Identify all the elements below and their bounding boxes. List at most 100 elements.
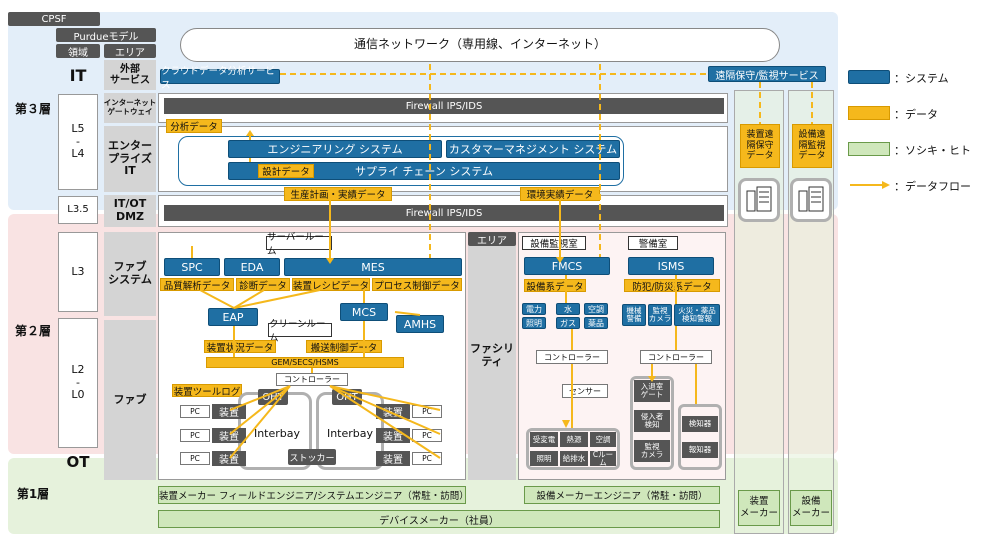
sec-machine-guard: 機械 警備 (622, 304, 646, 326)
remote-monitor-data: 設備遠 隔監視 データ (792, 124, 832, 168)
remote-maint-data: 装置遠 隔保守 データ (740, 124, 780, 168)
fac-lighting: 照明 (522, 317, 546, 329)
customer-system: カスタマーマネジメント システム (446, 140, 620, 158)
area-dmz: IT/OT DMZ (104, 195, 156, 227)
security-room: 警備室 (628, 236, 678, 250)
legend-system-swatch (848, 70, 890, 84)
isms-system: ISMS (628, 257, 714, 275)
facility-maker-engineer: 設備メーカーエンジニア（常駐・訪問） (524, 486, 720, 504)
production-plan-data: 生産計画・実績データ (284, 187, 392, 201)
legend-data-label: ：データ (894, 108, 938, 121)
layer3-label: 第３層 (14, 102, 51, 117)
facility-server-icon (790, 178, 832, 222)
mcs-system: MCS (340, 303, 388, 321)
legend-system-label: ：システム (894, 72, 949, 85)
area-enterprise: エンター プライズ IT (104, 126, 156, 192)
remote-service: 遠隔保守/監視サービス (708, 66, 826, 82)
equip-status-data: 装置状況データ (204, 340, 276, 354)
fdev-heat: 熱源 (560, 432, 588, 447)
equip-maker-engineer: 装置メーカー フィールドエンジニア/システムエンジニア（常駐・訪問） (158, 486, 469, 504)
level-l3: L3 (58, 232, 98, 312)
firewall-lower: Firewall IPS/IDS (164, 205, 724, 221)
facility-sensor: センサー (562, 384, 608, 398)
equip-server-icon (738, 178, 780, 222)
legend-flow-label: ：データフロー (894, 180, 971, 193)
fdev-substation: 受変電 (530, 432, 558, 447)
legend-flow-arrow (850, 181, 890, 189)
pc-left-1: PC (180, 405, 210, 418)
area-internet-gw: インターネット ゲートウェイ (104, 93, 156, 123)
domain-tag: 領域 (56, 44, 100, 59)
design-data: 設計データ (258, 164, 314, 178)
equip-maker: 装置 メーカー (738, 490, 780, 526)
legend-data-swatch (848, 106, 890, 120)
eda-system: EDA (224, 258, 280, 276)
equip-left-3: 装置 (212, 451, 246, 466)
fdev-plumbing: 給排水 (560, 451, 588, 466)
fac-water: 水 (556, 303, 580, 315)
legend-people-swatch (848, 142, 890, 156)
legend-people-label: ：ソシキ・ヒト (894, 144, 971, 157)
security-controller: コントローラー (640, 350, 712, 364)
level-ot: OT (66, 453, 90, 472)
amhs-system: AMHS (396, 315, 444, 333)
fmcs-system: FMCS (524, 257, 610, 275)
facility-controller: コントローラー (536, 350, 608, 364)
interbay-right-label: Interbay (326, 426, 374, 440)
sdev-gate: 入退室 ゲート (634, 380, 670, 402)
facility-monitor-room: 設備監視室 (522, 236, 586, 250)
purdue-tag: Purdueモデル (56, 28, 156, 43)
firewall-upper: Firewall IPS/IDS (164, 98, 724, 114)
facility-data: 設備系データ (524, 279, 586, 293)
sdev-alarm: 報知器 (682, 442, 718, 458)
sdev-detector: 検知器 (682, 416, 718, 432)
process-control-data: プロセス制御データ (372, 278, 462, 292)
area-fab-system: ファブ システム (104, 232, 156, 316)
level-l2-l0: L2 - L0 (58, 318, 98, 448)
equip-left-2: 装置 (212, 428, 246, 443)
eap-system: EAP (208, 308, 258, 326)
fac-gas: ガス (556, 317, 580, 329)
spc-system: SPC (164, 258, 220, 276)
gem-secs-hsms: GEM/SECS/HSMS (206, 357, 404, 368)
facility-devices-group (526, 428, 620, 470)
supply-chain-system: サプライ チェーン システム (228, 162, 620, 180)
area-tag-facility: エリア (468, 232, 516, 247)
pc-left-2: PC (180, 429, 210, 442)
area-tag: エリア (104, 44, 156, 59)
fdev-cleanroom: Cルーム (590, 450, 616, 466)
level-l35: L3.5 (58, 196, 98, 224)
sec-camera: 監視 カメラ (648, 304, 672, 326)
fac-power: 電力 (522, 303, 546, 315)
security-data: 防犯/防災系データ (624, 279, 720, 293)
interbay-left-label: Interbay (253, 426, 301, 440)
fac-chemical: 薬品 (584, 317, 608, 329)
level-it: IT (69, 65, 87, 85)
device-maker: デバイスメーカー（社員） (158, 510, 720, 528)
fab-controller: コントローラー (276, 373, 348, 386)
layer2-label: 第２層 (14, 324, 51, 339)
cpsf-tag: CPSF (8, 12, 100, 26)
analysis-data: 分析データ (166, 119, 222, 133)
facility-maker: 設備 メーカー (790, 490, 832, 526)
stocker: ストッカー (288, 449, 336, 465)
tool-log-data: 装置ツールログ (172, 384, 242, 398)
recipe-data: 装置レシピデータ (292, 278, 370, 292)
security-devices-right (678, 404, 722, 470)
area-facility: ファシリ ティ (468, 232, 516, 480)
fdev-lighting: 照明 (530, 451, 558, 466)
pc-left-3: PC (180, 452, 210, 465)
network-cloud (180, 28, 780, 62)
sdev-intruder: 侵入者 検知 (634, 410, 670, 432)
mes-system: MES (284, 258, 462, 276)
equip-right-3: 装置 (376, 451, 410, 466)
sec-fire-alarm: 火災・薬品 検知警報 (674, 304, 720, 326)
engineering-system: エンジニアリング システム (228, 140, 442, 158)
quality-data: 品質解析データ (160, 278, 234, 292)
clean-room: クリーンルーム (268, 319, 332, 344)
fdev-aircon: 空調 (590, 432, 616, 447)
layer1-label: 第1層 (16, 487, 50, 502)
area-fab: ファブ (104, 320, 156, 480)
sdev-camera: 監視 カメラ (634, 440, 670, 462)
